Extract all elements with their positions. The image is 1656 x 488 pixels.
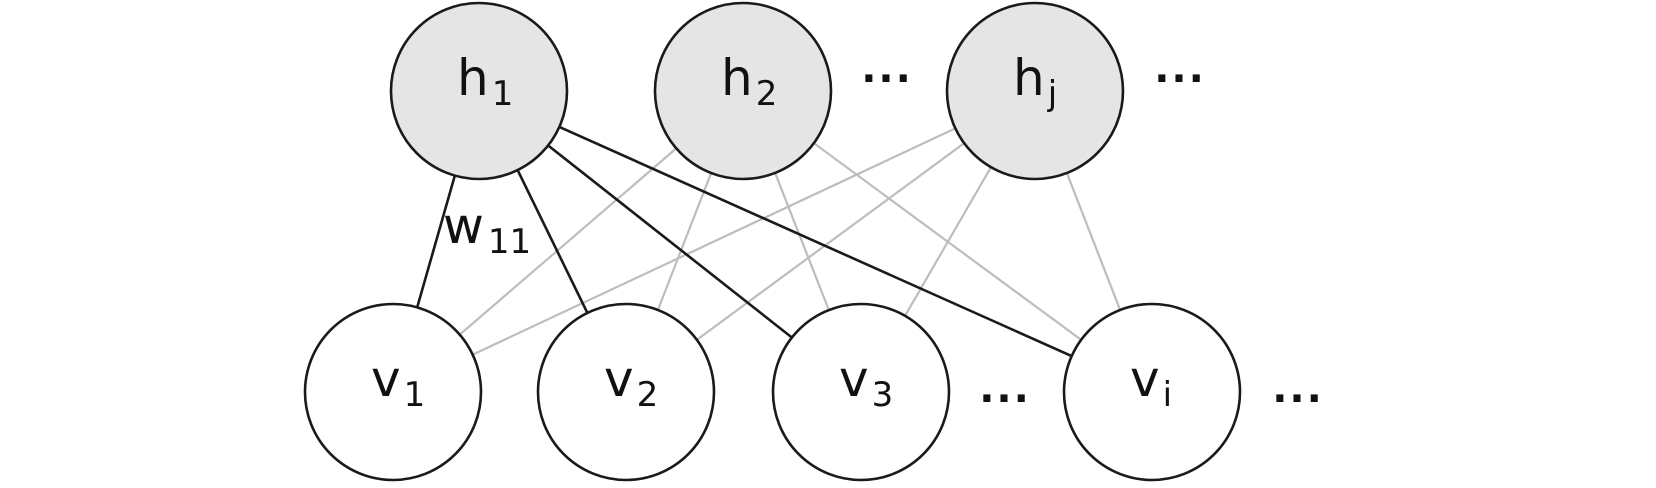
node-label-sub: j (1047, 74, 1057, 114)
node-v3: v3 (771, 302, 951, 482)
node-vi: vi (1062, 302, 1242, 482)
node-label-base: v (371, 350, 401, 408)
node-label-base: h (1013, 49, 1045, 107)
node-label-sub: 2 (756, 74, 778, 114)
weight-label-base: w (443, 197, 484, 255)
node-label-hj: hj (1013, 49, 1057, 114)
node-label-sub: 1 (404, 375, 426, 415)
node-label-v1: v1 (371, 350, 425, 415)
visible-ellipsis-between: ... (979, 366, 1031, 412)
node-label-v2: v2 (604, 350, 658, 415)
node-h1: h1 (389, 1, 569, 181)
edge-h1-vi (478, 89, 1153, 394)
node-label-base: v (604, 350, 634, 408)
node-circle-vi (1062, 302, 1242, 482)
node-label-sub: 2 (637, 375, 659, 415)
node-label-sub: 3 (872, 375, 894, 415)
node-label-base: h (721, 49, 753, 107)
node-hj: hj (945, 1, 1125, 181)
node-label-vi: vi (1130, 350, 1172, 415)
node-v1: v1 (303, 302, 483, 482)
node-label-base: h (457, 49, 489, 107)
node-circle-h1 (389, 1, 569, 181)
node-label-base: v (839, 350, 869, 408)
node-label-v3: v3 (839, 350, 893, 415)
node-label-h1: h1 (457, 49, 513, 114)
node-label-sub: 1 (492, 74, 514, 114)
node-circle-hj (945, 1, 1125, 181)
node-h2: h2 (653, 1, 833, 181)
node-circle-v1 (303, 302, 483, 482)
node-label-h2: h2 (721, 49, 777, 114)
weight-label-sub: 11 (488, 222, 531, 262)
edge-hj-v1 (392, 90, 1036, 393)
hidden-ellipsis-after: ... (1154, 46, 1206, 92)
visible-ellipsis-after: ... (1272, 366, 1324, 412)
node-label-sub: i (1163, 375, 1172, 415)
node-label-base: v (1130, 350, 1160, 408)
hidden-ellipsis-between: ... (861, 46, 913, 92)
node-v2: v2 (536, 302, 716, 482)
node-circle-v2 (536, 302, 716, 482)
node-circle-v3 (771, 302, 951, 482)
node-circle-h2 (653, 1, 833, 181)
